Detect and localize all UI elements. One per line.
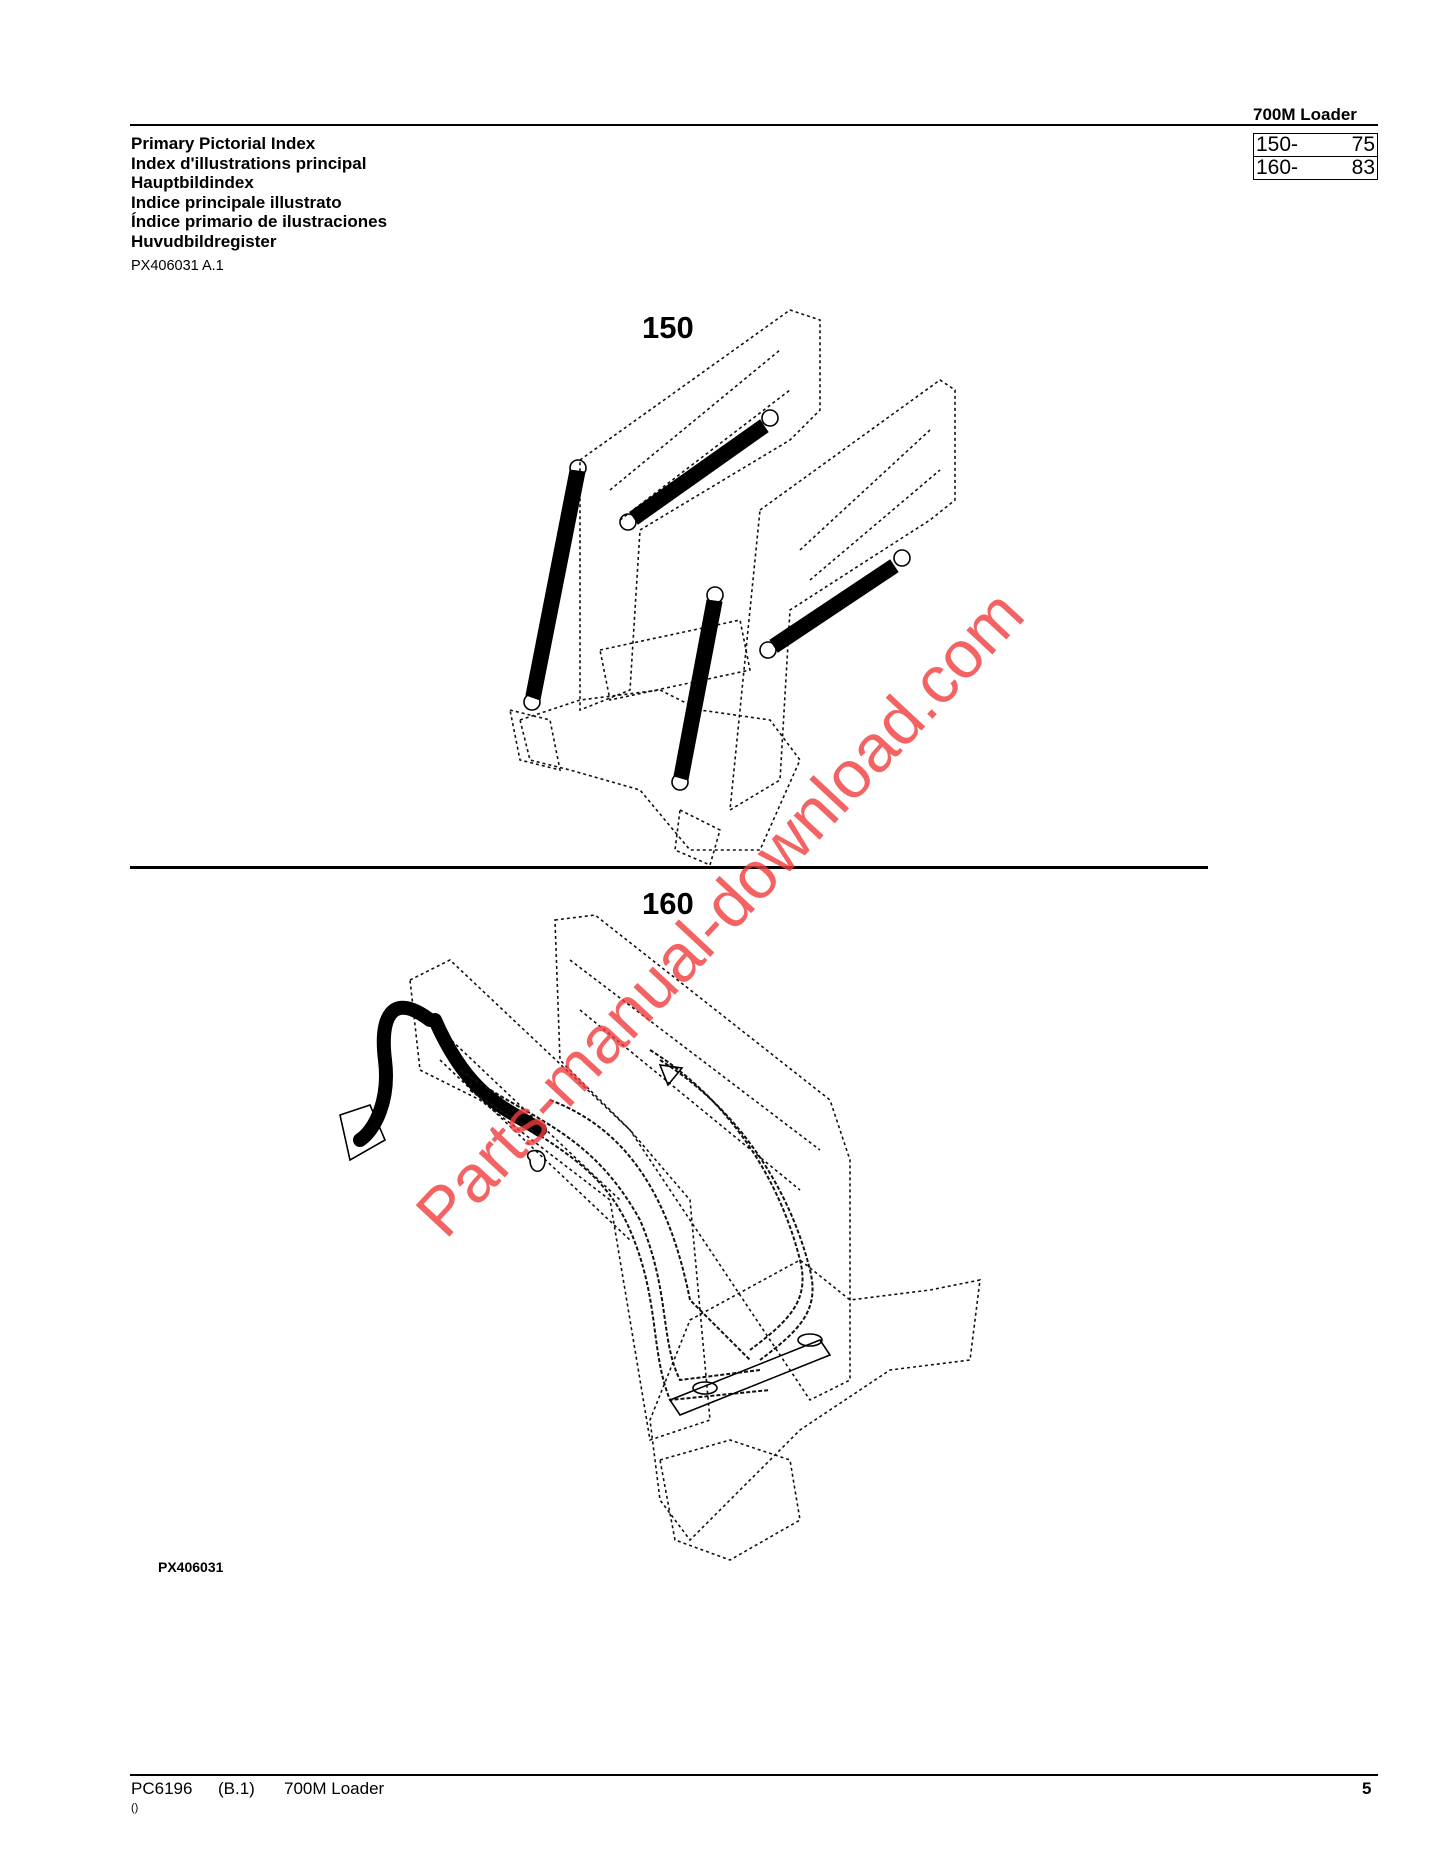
index-group: 160- (1256, 156, 1299, 179)
header-title: 700M Loader (1253, 105, 1357, 124)
title-es: Índice primario de ilustraciones (131, 212, 388, 232)
header-divider (130, 124, 1378, 126)
index-group: 150- (1253, 133, 1332, 157)
footer-small-text: () (131, 1802, 139, 1814)
title-fr: Index d'illustrations principal (131, 153, 367, 173)
figure-reference-bottom: PX406031 (158, 1559, 224, 1575)
footer-divider (130, 1774, 1378, 1776)
index-page-link[interactable]: 83 (1351, 156, 1375, 179)
footer-title: 700M Loader (284, 1779, 385, 1798)
footer-revision: (B.1) (218, 1779, 255, 1798)
loader-boom-cylinders-illustration[interactable] (460, 290, 1080, 870)
figure-divider (130, 866, 1208, 869)
multilingual-titles: Primary Pictorial Index Index d'illustra… (131, 134, 387, 252)
title-en: Primary Pictorial Index (131, 134, 316, 153)
footer-doc-id: PC6196 (131, 1779, 193, 1798)
title-sv: Huvudbildregister (131, 231, 277, 251)
index-row: 150- 75 (1253, 133, 1378, 157)
page-number: 5 (1362, 1779, 1372, 1798)
title-it: Indice principale illustrato (131, 192, 342, 212)
index-row: 160- 83 (1254, 157, 1378, 180)
figure-reference: PX406031 A.1 (131, 258, 224, 274)
group-index-table: 150- 75 160- 83 (1253, 133, 1378, 180)
loader-hydraulic-hoses-illustration[interactable] (330, 900, 1000, 1580)
index-page-link[interactable]: 75 (1331, 133, 1378, 157)
figure-label-150[interactable]: 150 (642, 310, 694, 345)
figure-label-160[interactable]: 160 (642, 886, 694, 921)
title-de: Hauptbildindex (131, 173, 254, 193)
